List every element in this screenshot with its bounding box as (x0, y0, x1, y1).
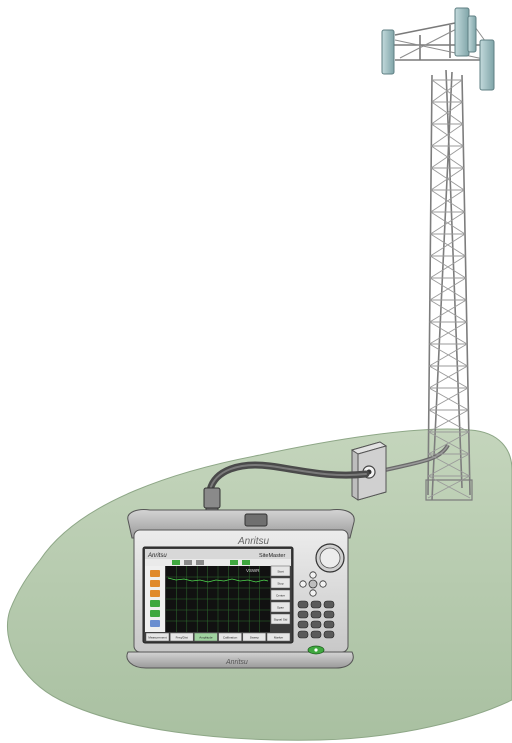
bottom-softkey-label: Amplitude (199, 636, 213, 640)
softkey-label: Signal Std (274, 618, 288, 622)
brand-logo: Anritsu (237, 536, 270, 547)
softkey-label: Stop (277, 582, 284, 586)
site-master-device: Anritsu Anritsu Anritsu SiteMaster VSWR … (127, 509, 354, 668)
bottom-softkey-6[interactable]: Marker (267, 633, 290, 641)
keypad-key[interactable] (311, 601, 321, 608)
toolbar-icon-4[interactable] (230, 560, 238, 565)
bottom-softkey-label: Sweep (250, 636, 260, 640)
bottom-softkey-label: Marker (274, 636, 283, 640)
junction-box-icon (352, 442, 386, 500)
softkey-label: Span (277, 606, 284, 610)
softkey-5[interactable]: Signal Std (271, 614, 290, 624)
keypad-key[interactable] (298, 601, 308, 608)
marker-icon[interactable] (150, 590, 160, 597)
power-button-icon[interactable] (308, 646, 324, 654)
toolbar-icon-5[interactable] (242, 560, 250, 565)
bottom-softkey-label: Freq/Dist (176, 636, 188, 640)
bottom-softkey-label: Measurement (148, 636, 167, 640)
cell-tower-antenna-icon (382, 8, 494, 90)
softkey-3[interactable]: Center (271, 590, 290, 600)
screen-title: VSWR (246, 568, 260, 573)
bottom-softkey-label: Calibration (223, 636, 238, 640)
softkey-2[interactable]: Stop (271, 578, 290, 588)
softkey-label: Start (277, 570, 284, 574)
toolbar-icon-3[interactable] (196, 560, 204, 565)
bottom-softkey-3[interactable]: Amplitude (194, 633, 217, 641)
file-icon[interactable] (150, 620, 160, 627)
bottom-softkey-5[interactable]: Sweep (243, 633, 266, 641)
measure-icon[interactable] (150, 570, 160, 577)
screen-toolbar (145, 559, 291, 566)
rotary-knob-icon[interactable] (316, 544, 344, 572)
softkey-1[interactable]: Start (271, 566, 290, 576)
keypad-key[interactable] (298, 611, 308, 618)
keypad-key[interactable] (298, 631, 308, 638)
sweep-icon[interactable] (150, 600, 160, 607)
trace-icon[interactable] (150, 580, 160, 587)
limit-icon[interactable] (150, 610, 160, 617)
toolbar-icon-1[interactable] (172, 560, 180, 565)
bottom-softkey-2[interactable]: Freq/Dist (170, 633, 193, 641)
keypad-key[interactable] (324, 621, 334, 628)
bottom-brand-logo: Anritsu (225, 659, 248, 666)
header-brand: Anritsu (147, 553, 167, 559)
handle-mount (245, 514, 267, 526)
keypad-key[interactable] (311, 631, 321, 638)
softkey-label: Center (276, 594, 285, 598)
keypad-key[interactable] (324, 631, 334, 638)
toolbar-icon-2[interactable] (184, 560, 192, 565)
keypad-key[interactable] (324, 611, 334, 618)
bottom-softkey-4[interactable]: Calibration (219, 633, 242, 641)
keypad-key[interactable] (324, 601, 334, 608)
keypad-key[interactable] (311, 611, 321, 618)
keypad-key[interactable] (311, 621, 321, 628)
softkey-4[interactable]: Span (271, 602, 290, 612)
cell-tower (382, 8, 494, 500)
keypad-key[interactable] (298, 621, 308, 628)
header-model: SiteMaster (259, 553, 285, 559)
bottom-softkey-1[interactable]: Measurement (146, 633, 169, 641)
